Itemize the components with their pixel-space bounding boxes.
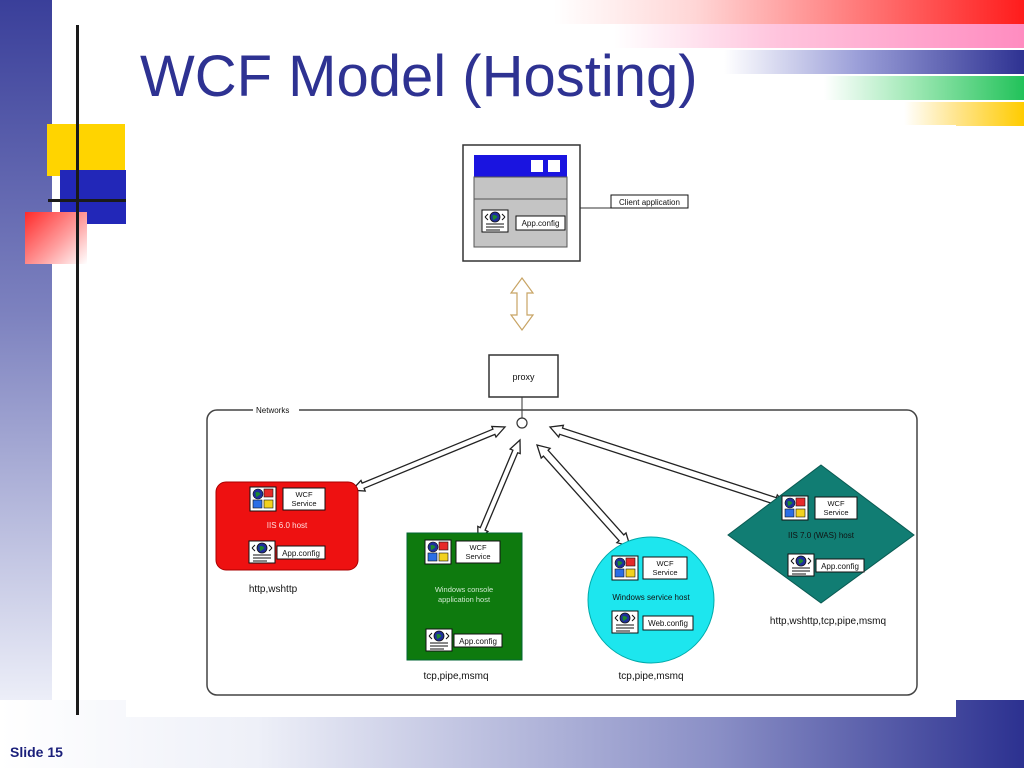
console-host-name-line1: Windows console	[435, 585, 493, 594]
deco-strip-green	[824, 76, 1024, 100]
iis6-config-box	[276, 545, 326, 560]
iis7-host-name: IIS 7.0 (WAS) host	[788, 531, 855, 540]
iis6-protocols: http,wshttp	[249, 584, 298, 595]
winservice-service-label-line1: WCF	[656, 559, 673, 568]
slide-title: WCF Model (Hosting)	[140, 44, 698, 109]
client-config-box	[515, 215, 566, 231]
slide-number: Slide 15	[10, 744, 63, 760]
client-proxy-double-arrow	[509, 276, 535, 332]
winservice-host-name: Windows service host	[612, 593, 690, 602]
console-service-label-line2: Service	[465, 552, 490, 561]
iis7-protocols: http,wshttp,tcp,pipe,msmq	[770, 616, 886, 627]
winservice-config-box	[642, 615, 694, 631]
deco-strip-navy	[724, 50, 1024, 74]
client-config-label: App.config	[522, 219, 560, 228]
winservice-service-box	[642, 556, 688, 580]
iis7-service-box	[814, 496, 858, 520]
client-window-button	[548, 160, 560, 172]
iis6-service-box	[282, 487, 326, 511]
console-service-box	[455, 540, 501, 564]
winservice-service-label-line2: Service	[652, 568, 677, 577]
iis6-host-name: IIS 6.0 host	[267, 521, 308, 530]
proxy-box	[488, 354, 559, 398]
proxy-endpoint-circle	[516, 417, 528, 429]
winservice-protocols: tcp,pipe,msmq	[618, 671, 683, 682]
console-service-label-line1: WCF	[469, 543, 486, 552]
iis7-host-diamond	[727, 464, 915, 604]
deco-horizontal-line	[48, 199, 128, 202]
wcf-service-icon	[424, 539, 452, 565]
deco-strip-yellow	[904, 102, 1024, 126]
wcf-service-icon	[611, 555, 639, 581]
networks-label: Networks	[256, 406, 289, 415]
iis6-service-label-line1: WCF	[295, 490, 312, 499]
iis7-config-box	[815, 558, 865, 573]
client-label-box	[610, 194, 689, 209]
left-gradient-bar	[0, 0, 52, 700]
console-config-box	[453, 633, 503, 648]
web-config-icon	[611, 610, 639, 634]
app-config-icon	[481, 209, 509, 233]
console-host-name-line2: application host	[438, 595, 491, 604]
console-config-label: App.config	[459, 637, 497, 646]
app-config-icon	[248, 540, 276, 564]
client-window-button	[531, 160, 543, 172]
deco-vertical-line	[76, 25, 79, 715]
deco-strip-red	[554, 0, 1024, 24]
client-window-titlebar	[474, 155, 567, 177]
console-protocols: tcp,pipe,msmq	[423, 671, 488, 682]
proxy-label: proxy	[512, 372, 535, 382]
iis7-service-label-line1: WCF	[827, 499, 844, 508]
iis6-config-label: App.config	[282, 549, 320, 558]
iis6-service-label-line2: Service	[291, 499, 316, 508]
client-application-label: Client application	[619, 198, 680, 207]
app-config-icon	[425, 628, 453, 652]
winservice-config-label: Web.config	[648, 619, 688, 628]
deco-strip-pink	[614, 24, 1024, 48]
iis7-config-label: App.config	[821, 562, 859, 571]
app-config-icon	[787, 553, 815, 577]
wcf-service-icon	[781, 495, 809, 521]
deco-yellow-square	[47, 124, 125, 176]
networks-container	[206, 409, 918, 696]
wcf-service-icon	[249, 486, 277, 512]
iis7-service-label-line2: Service	[823, 508, 848, 517]
